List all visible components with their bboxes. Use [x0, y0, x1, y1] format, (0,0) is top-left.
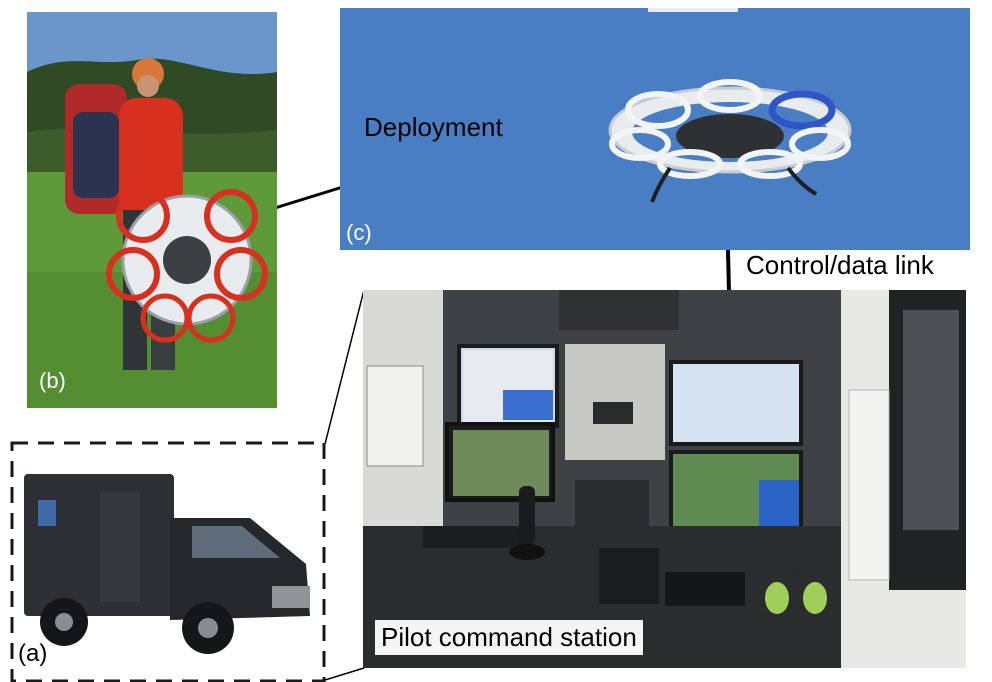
control-data-link-label: Control/data link — [746, 250, 934, 280]
zoom-line-bottom — [324, 667, 365, 681]
panel-c-letter: (c) — [346, 220, 372, 245]
drone-icon — [608, 79, 852, 203]
panel-a-command-truck: (a) — [10, 440, 326, 682]
panel-d-pilot-command-station: Pilot command station — [363, 290, 966, 668]
truck-icon — [24, 474, 310, 654]
zoom-line-top — [324, 289, 365, 445]
drone-icon — [106, 189, 268, 343]
deployment-caption: Deployment — [364, 112, 503, 142]
headset-icon — [765, 568, 827, 614]
backpack-icon — [65, 84, 127, 214]
panel-b-backpack-operator: (b) — [27, 12, 277, 408]
joystick-icon — [509, 486, 545, 560]
panel-c-deployment: Deployment (c) — [340, 8, 970, 250]
panel-a-letter: (a) — [18, 640, 48, 667]
pilot-command-station-caption: Pilot command station — [375, 620, 643, 655]
panel-b-letter: (b) — [39, 368, 66, 393]
